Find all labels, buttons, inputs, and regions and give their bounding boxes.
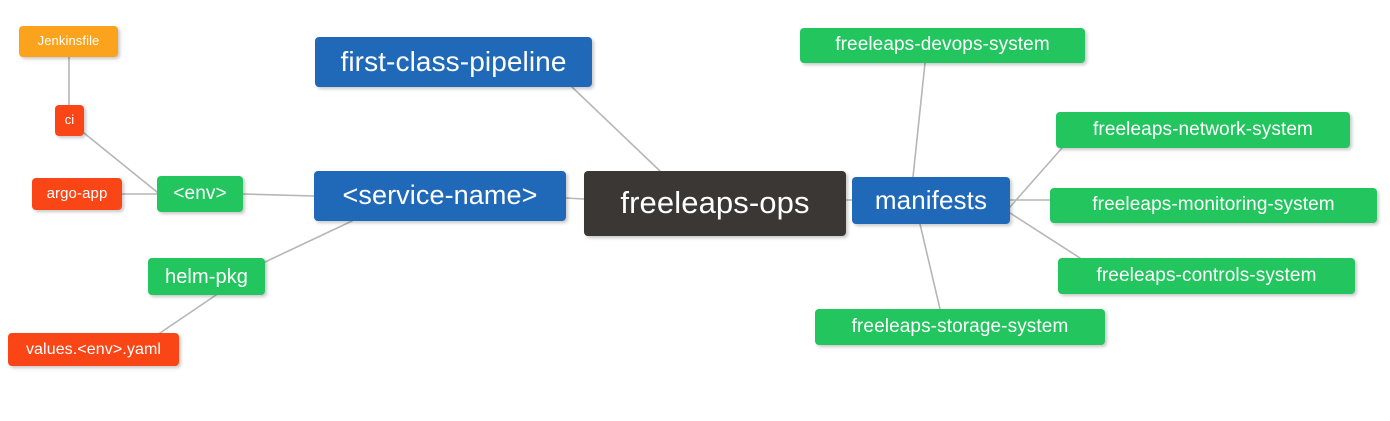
mindmap-node-first-class-pipeline[interactable]: first-class-pipeline	[315, 37, 592, 87]
edge-env-to-service-name	[242, 193, 315, 197]
mindmap-node-freeleaps-controls-system[interactable]: freeleaps-controls-system	[1058, 258, 1355, 294]
edge-helm-pkg-to-service-name	[264, 220, 353, 263]
mindmap-node-ci[interactable]: ci	[55, 105, 84, 136]
mindmap-node-manifests[interactable]: manifests	[852, 177, 1010, 224]
edge-freeleaps-storage-system-to-manifests	[919, 223, 941, 310]
mindmap-node-freeleaps-network-system[interactable]: freeleaps-network-system	[1056, 112, 1350, 148]
mindmap-node-jenkinsfile[interactable]: Jenkinsfile	[19, 26, 118, 57]
mindmap-node-freeleaps-devops-system[interactable]: freeleaps-devops-system	[800, 28, 1085, 63]
mindmap-node-freeleaps-storage-system[interactable]: freeleaps-storage-system	[815, 309, 1105, 345]
mindmap-node-values-env-yaml[interactable]: values.<env>.yaml	[8, 333, 179, 366]
edge-values-env-yaml-to-helm-pkg	[159, 294, 217, 334]
mindmap-node-service-name[interactable]: <service-name>	[314, 171, 566, 221]
edge-service-name-to-freeleaps-ops	[565, 197, 585, 200]
mindmap-node-argo-app[interactable]: argo-app	[32, 178, 122, 210]
mindmap-node-freeleaps-monitoring-system[interactable]: freeleaps-monitoring-system	[1050, 188, 1377, 223]
mindmap-node-env[interactable]: <env>	[157, 176, 243, 212]
mindmap-node-freeleaps-ops[interactable]: freeleaps-ops	[584, 171, 846, 236]
edge-first-class-pipeline-to-freeleaps-ops	[571, 86, 661, 172]
edge-freeleaps-devops-system-to-manifests	[912, 62, 926, 178]
mindmap-node-helm-pkg[interactable]: helm-pkg	[148, 258, 265, 295]
